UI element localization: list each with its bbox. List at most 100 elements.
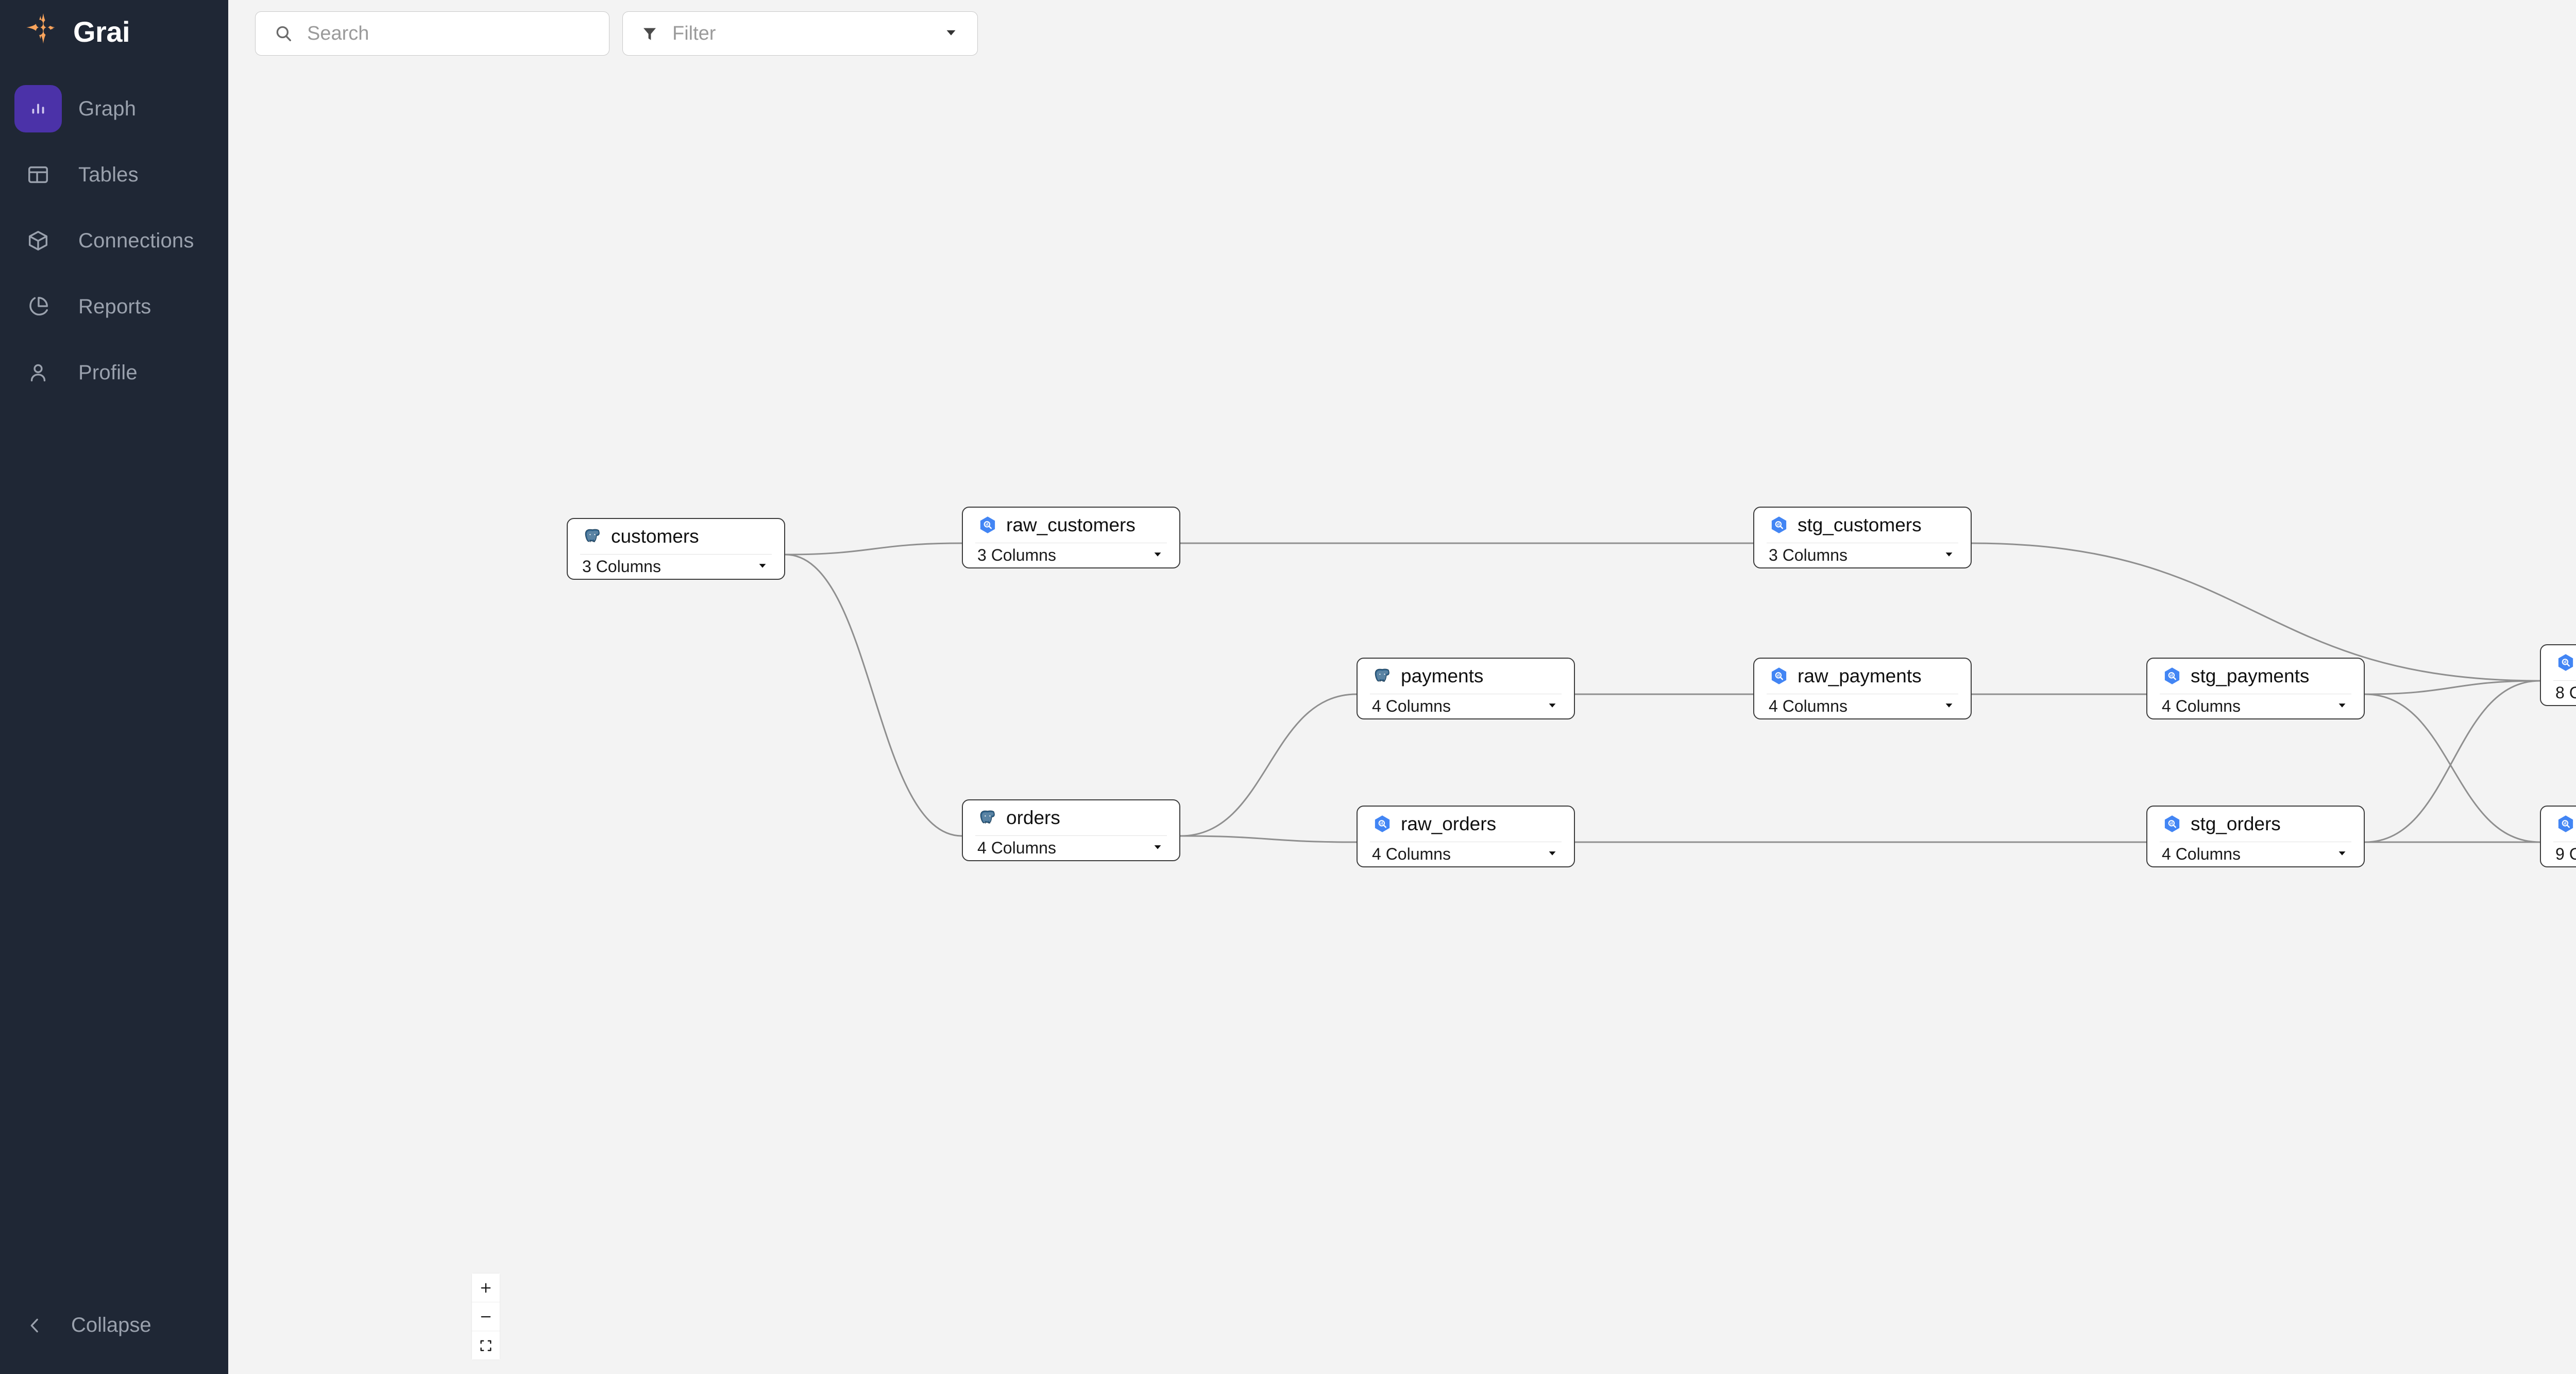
bigquery-icon bbox=[977, 515, 998, 535]
node-columns-row[interactable]: 3 Columns bbox=[568, 555, 784, 579]
chevron-down-icon[interactable] bbox=[1942, 698, 1956, 715]
chevron-down-icon[interactable] bbox=[2335, 846, 2349, 863]
bigquery-icon bbox=[1769, 666, 1789, 686]
postgres-icon bbox=[977, 808, 998, 828]
node-divider bbox=[975, 835, 1167, 836]
node-column-count: 4 Columns bbox=[1372, 697, 1451, 715]
chevron-down-icon[interactable] bbox=[1150, 840, 1165, 857]
node-column-count: 4 Columns bbox=[2162, 697, 2241, 715]
node-title: orders bbox=[1006, 807, 1060, 828]
node-header: stg_customers bbox=[1754, 508, 1971, 543]
graph-edge-customers_pg-to-raw_customers bbox=[785, 542, 962, 556]
node-title: raw_payments bbox=[1798, 665, 1922, 686]
sidebar: Grai Graph bbox=[0, 0, 228, 1374]
bigquery-icon bbox=[1769, 515, 1789, 535]
node-column-count: 4 Columns bbox=[1769, 697, 1848, 715]
graph-node-orders_bq[interactable]: orders 9 Columns bbox=[2540, 806, 2576, 867]
filter-label: Filter bbox=[672, 22, 716, 44]
table-icon bbox=[14, 151, 62, 198]
sidebar-item-connections[interactable]: Connections bbox=[0, 208, 228, 274]
graph-node-customers_bq[interactable]: customers8 Columns bbox=[2540, 644, 2576, 706]
node-title: stg_payments bbox=[2191, 665, 2310, 686]
node-header: stg_orders bbox=[2147, 807, 2364, 842]
node-title: stg_customers bbox=[1798, 514, 1922, 535]
collapse-sidebar-button[interactable]: Collapse bbox=[0, 1314, 228, 1337]
chevron-down-icon[interactable] bbox=[1150, 547, 1165, 564]
node-columns-row[interactable]: 3 Columns bbox=[963, 543, 1179, 567]
user-icon bbox=[14, 349, 62, 396]
node-column-count: 3 Columns bbox=[977, 546, 1056, 564]
node-column-count: 9 Columns bbox=[2555, 845, 2576, 863]
node-columns-row[interactable]: 3 Columns bbox=[1754, 543, 1971, 567]
graph-edge-stg_orders-to-customers_bq bbox=[2364, 680, 2540, 843]
lineage-graph[interactable]: customers 3 Columns raw_customers 3 Columns… bbox=[228, 0, 2576, 1374]
sidebar-item-label: Profile bbox=[78, 361, 138, 384]
chevron-down-icon[interactable] bbox=[755, 558, 770, 575]
graph-toolbar: Search Filter bbox=[255, 11, 978, 56]
chevron-down-icon[interactable] bbox=[1545, 846, 1560, 863]
node-columns-row[interactable]: 4 Columns bbox=[1358, 842, 1574, 866]
graph-node-raw_payments[interactable]: raw_payments 4 Columns bbox=[1753, 658, 1972, 719]
node-header: customers bbox=[568, 519, 784, 554]
node-columns-row[interactable]: 4 Columns bbox=[963, 836, 1179, 860]
node-columns-row[interactable]: 8 Columns bbox=[2541, 681, 2576, 705]
node-header: raw_customers bbox=[963, 508, 1179, 543]
chevron-left-icon bbox=[25, 1315, 45, 1336]
node-header: orders bbox=[2541, 807, 2576, 842]
brand-name: Grai bbox=[73, 15, 130, 48]
bigquery-icon bbox=[2555, 814, 2576, 834]
node-column-count: 4 Columns bbox=[977, 839, 1056, 857]
node-divider bbox=[2553, 680, 2576, 681]
node-columns-row[interactable]: 4 Columns bbox=[1754, 694, 1971, 718]
zoom-in-button[interactable] bbox=[472, 1274, 500, 1302]
graph-node-orders_pg[interactable]: orders 4 Columns bbox=[962, 799, 1180, 861]
chevron-down-icon[interactable] bbox=[2335, 698, 2349, 715]
chevron-down-icon bbox=[942, 24, 960, 44]
sidebar-item-profile[interactable]: Profile bbox=[0, 340, 228, 406]
node-title: customers bbox=[611, 526, 699, 547]
graph-node-stg_orders[interactable]: stg_orders 4 Columns bbox=[2146, 806, 2365, 867]
node-columns-row[interactable]: 9 Columns bbox=[2541, 842, 2576, 866]
node-column-count: 4 Columns bbox=[2162, 845, 2241, 863]
node-header: raw_orders bbox=[1358, 807, 1574, 842]
search-field[interactable]: Search bbox=[255, 11, 609, 56]
node-divider bbox=[580, 554, 772, 555]
fit-view-button[interactable] bbox=[472, 1331, 500, 1360]
graph-node-customers_pg[interactable]: customers 3 Columns bbox=[567, 518, 785, 580]
bigquery-icon bbox=[2162, 814, 2182, 834]
graph-node-raw_customers[interactable]: raw_customers 3 Columns bbox=[962, 507, 1180, 568]
node-title: raw_orders bbox=[1401, 813, 1497, 834]
node-title: payments bbox=[1401, 665, 1484, 686]
node-columns-row[interactable]: 4 Columns bbox=[2147, 694, 2364, 718]
node-column-count: 3 Columns bbox=[1769, 546, 1848, 564]
brand[interactable]: Grai bbox=[0, 0, 228, 48]
sidebar-item-graph[interactable]: Graph bbox=[0, 76, 228, 142]
sidebar-item-label: Tables bbox=[78, 163, 139, 186]
sidebar-item-tables[interactable]: Tables bbox=[0, 142, 228, 208]
pie-chart-icon bbox=[14, 283, 62, 330]
chevron-down-icon[interactable] bbox=[1545, 698, 1560, 715]
collapse-label: Collapse bbox=[71, 1314, 151, 1336]
chevron-down-icon[interactable] bbox=[1942, 547, 1956, 564]
bigquery-icon bbox=[2162, 666, 2182, 686]
filter-icon bbox=[640, 24, 659, 43]
search-placeholder: Search bbox=[307, 22, 369, 44]
node-header: raw_payments bbox=[1754, 659, 1971, 694]
bigquery-icon bbox=[2555, 652, 2576, 673]
cube-icon bbox=[14, 217, 62, 264]
zoom-out-button[interactable] bbox=[472, 1302, 500, 1331]
graph-node-raw_orders[interactable]: raw_orders 4 Columns bbox=[1357, 806, 1575, 867]
filter-select[interactable]: Filter bbox=[622, 11, 978, 56]
graph-edge-orders_pg-to-payments_pg bbox=[1180, 693, 1357, 837]
sidebar-nav: Graph Tables bbox=[0, 76, 228, 406]
graph-node-payments_pg[interactable]: payments 4 Columns bbox=[1357, 658, 1575, 719]
sidebar-item-label: Connections bbox=[78, 229, 194, 252]
sidebar-item-reports[interactable]: Reports bbox=[0, 274, 228, 340]
node-header: customers bbox=[2541, 645, 2576, 680]
node-columns-row[interactable]: 4 Columns bbox=[2147, 842, 2364, 866]
node-columns-row[interactable]: 4 Columns bbox=[1358, 694, 1574, 718]
graph-node-stg_payments[interactable]: stg_payments 4 Columns bbox=[2146, 658, 2365, 719]
node-header: orders bbox=[963, 800, 1179, 835]
graph-node-stg_customers[interactable]: stg_customers 3 Columns bbox=[1753, 507, 1972, 568]
